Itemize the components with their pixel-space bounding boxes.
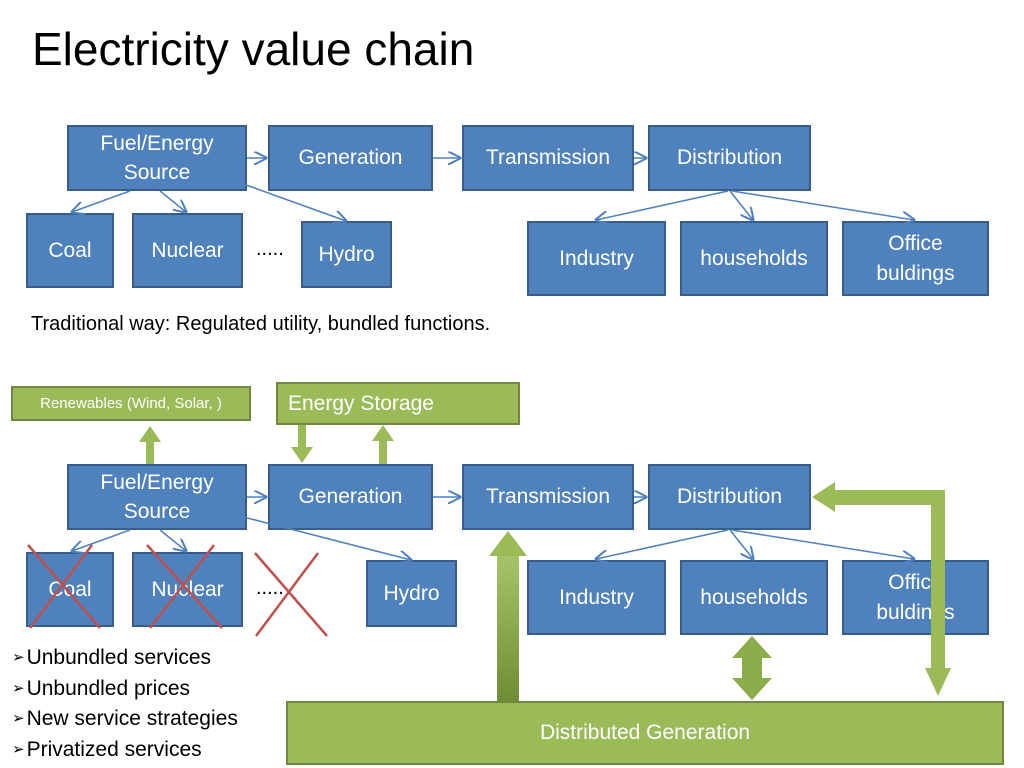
ellipsis-cross-icon <box>254 552 328 637</box>
arrow-bullet-icon: ➢ <box>12 740 25 758</box>
top-arrow-dist-office <box>731 190 914 220</box>
list-item: ➢New service strategies <box>12 704 238 735</box>
nuclear-cross-icon <box>146 544 223 629</box>
cross-marks <box>27 544 328 637</box>
fuel-source-box: Fuel/Energy Source <box>67 125 247 191</box>
generation-box: Generation <box>268 125 433 191</box>
bullet-list: ➢Unbundled services ➢Unbundled prices ➢N… <box>12 643 238 765</box>
top-arrow-fuel-hydro <box>184 162 346 221</box>
top-arrow-fuel-nuclear <box>159 190 186 212</box>
transmission-box-2: Transmission <box>462 464 634 530</box>
renewables-up-arrow <box>139 426 161 464</box>
hydro-box: Hydro <box>301 221 392 288</box>
storage-up-arrow <box>372 425 394 464</box>
ellipsis: ..... <box>256 238 284 260</box>
energy-storage-label: Energy Storage <box>288 391 434 415</box>
top-arrow-fuel-coal <box>72 190 131 212</box>
caption: Traditional way: Regulated utility, bund… <box>31 313 491 335</box>
arrow-bullet-icon: ➢ <box>12 649 25 666</box>
bot-arrow-dist-office <box>731 529 914 559</box>
office-buildings-box: Office buldings <box>842 221 989 296</box>
households-box: households <box>680 221 828 296</box>
transmission-box: Transmission <box>462 125 634 191</box>
bot-arrow-dist-industry <box>596 529 729 559</box>
fuel-source-box-2: Fuel/Energy Source <box>67 464 247 530</box>
ellipsis-2: ..... <box>256 577 284 599</box>
dg-to-transmission-arrow <box>489 531 527 701</box>
coal-box: Coal <box>26 213 114 288</box>
distribution-box: Distribution <box>648 125 811 191</box>
coal-cross-icon <box>27 544 101 629</box>
renewables-box: Renewables (Wind, Solar, ) <box>11 386 251 421</box>
list-item: ➢Unbundled prices <box>12 674 238 705</box>
list-item: ➢Unbundled services <box>12 643 238 674</box>
list-item: ➢Privatized services <box>12 735 238 766</box>
arrow-bullet-icon: ➢ <box>12 679 25 697</box>
industry-box: Industry <box>527 221 666 296</box>
distributed-generation-label: Distributed Generation <box>539 721 751 744</box>
bot-arrow-fuel-hydro <box>184 501 411 560</box>
households-dg-double-arrow <box>732 636 772 700</box>
storage-down-arrow <box>291 425 313 463</box>
energy-storage-box: Energy Storage <box>276 382 520 425</box>
bot-arrow-fuel-nuclear <box>159 529 186 551</box>
distribution-box-2: Distribution <box>648 464 811 530</box>
households-box-2: households <box>680 560 828 635</box>
top-arrow-dist-households <box>729 190 753 220</box>
renewables-label: Renewables (Wind, Solar, ) <box>40 395 222 412</box>
hydro-box-2: Hydro <box>366 560 457 627</box>
generation-box-2: Generation <box>268 464 433 530</box>
dg-to-distribution-arrow <box>812 482 951 696</box>
arrow-bullet-icon: ➢ <box>12 710 25 727</box>
bot-arrow-fuel-coal <box>72 529 131 551</box>
distributed-generation-box: Distributed Generation <box>286 701 1004 765</box>
slide-title: Electricity value chain <box>32 23 475 75</box>
industry-box-2: Industry <box>527 560 666 635</box>
top-arrow-dist-industry <box>596 190 729 220</box>
bot-arrow-dist-households <box>729 529 753 559</box>
